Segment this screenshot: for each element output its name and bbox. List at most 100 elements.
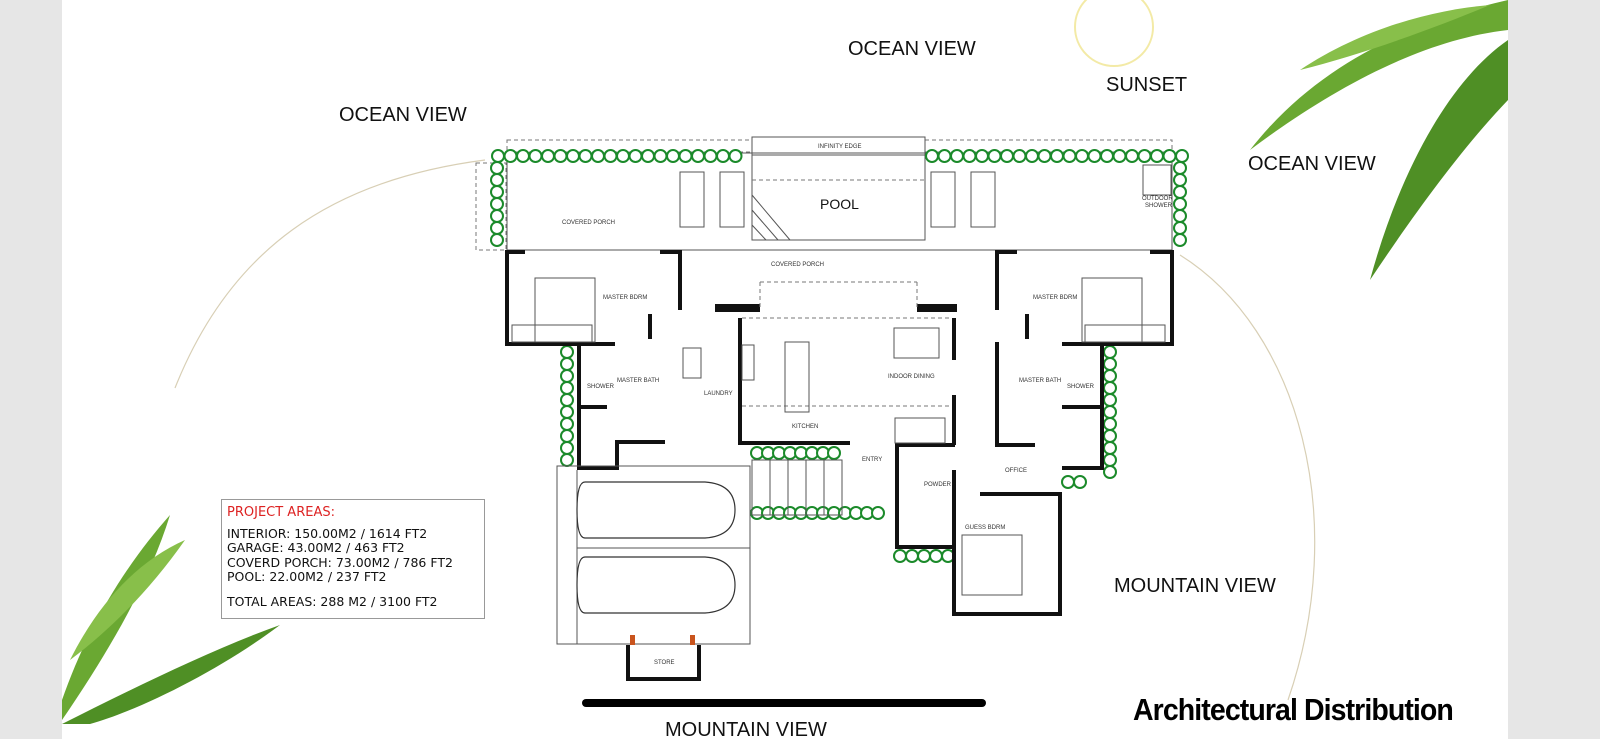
hedge-plant-icon (503, 149, 518, 163)
store-label: STORE (654, 660, 675, 666)
hedge-plant-icon (560, 441, 574, 455)
hedge-plant-icon (1175, 149, 1189, 163)
hedge-plant-icon (1103, 369, 1117, 383)
hedge-plant-icon (1073, 475, 1087, 489)
hedge-plant-icon (716, 149, 730, 163)
hedge-plant-icon (560, 345, 574, 359)
office-label: OFFICE (1005, 468, 1027, 474)
total-area: TOTAL AREAS: 288 M2 / 3100 FT2 (227, 593, 438, 609)
hedge-plant-icon (490, 221, 504, 235)
hedge-plant-icon (929, 549, 943, 563)
covered-porch-center-label: COVERED PORCH (771, 262, 824, 268)
hedge-plant-icon (591, 149, 605, 163)
shower-left-label: SHOWER (587, 384, 615, 390)
covered-porch-left-label: COVERED PORCH (562, 220, 615, 226)
hedge-plant-icon (578, 149, 593, 163)
hedge-plant-icon (1062, 149, 1077, 163)
hedge-plant-icon (560, 357, 574, 371)
hedge-plant-icon (553, 149, 568, 163)
master-bath-left-label: MASTER BATH (617, 378, 659, 384)
hedge-plant-icon (490, 185, 504, 199)
hedge-plant-icon (1012, 149, 1027, 163)
guest-bdrm-label: GUESS BDRM (965, 525, 1005, 531)
hedge-plant-icon (560, 369, 574, 383)
hedge-plant-icon (1162, 149, 1177, 163)
hedge-plant-icon (827, 446, 841, 460)
master-bath-right-label: MASTER BATH (1019, 378, 1061, 384)
laundry-label: LAUNDRY (704, 391, 733, 397)
hedge-plant-icon (987, 149, 1002, 163)
brand-title: Architectural Distribution (1133, 692, 1454, 727)
hedge-plant-icon (1050, 149, 1064, 163)
palm-leaf-bottom-left (62, 515, 280, 724)
pool-label: POOL (820, 196, 859, 212)
divider-bar (582, 699, 986, 707)
hedge-plant-icon (1173, 209, 1187, 223)
ocean-view-left-label: OCEAN VIEW (339, 104, 467, 126)
hedge-plant-icon (1173, 173, 1187, 187)
garage-area: GARAGE: 43.00M2 / 463 FT2 (227, 540, 405, 555)
hedge-plant-icon (1103, 357, 1117, 371)
hedge-plant-icon (490, 209, 504, 223)
covered-porch-area: COVERD PORCH: 73.00M2 / 786 FT2 (227, 554, 453, 570)
hedge-plant-icon (728, 149, 743, 163)
hedge-plant-icon (490, 173, 504, 187)
hedge-plant-icon (1075, 149, 1089, 163)
garage (556, 465, 751, 645)
view-arc-right (1179, 254, 1316, 701)
hedge-plant-icon (1103, 381, 1117, 395)
hedge-plant-icon (1103, 393, 1117, 407)
hedge-plant-icon (528, 149, 543, 163)
sun-loungers (679, 171, 996, 228)
hedge-plant-icon (1125, 149, 1139, 163)
project-areas-box: PROJECT AREAS: INTERIOR: 150.00M2 / 1614… (221, 499, 485, 619)
hedge-plant-icon (1037, 149, 1052, 163)
hedge-plant-icon (905, 549, 919, 563)
hedge-plant-icon (560, 417, 574, 431)
hedge-plant-icon (937, 149, 952, 163)
hedge-plant-icon (1173, 161, 1187, 175)
hedge-plant-icon (1103, 345, 1117, 359)
outdoor-shower-label-1: OUTDOOR (1142, 196, 1173, 202)
ocean-view-top-label: OCEAN VIEW (848, 38, 976, 60)
hedge-plant-icon (541, 149, 555, 163)
hedge-plant-icon (603, 149, 618, 163)
hedge-plant-icon (560, 393, 574, 407)
hedge-plant-icon (628, 149, 643, 163)
hedge-plant-icon (1112, 149, 1127, 163)
hedge-plant-icon (691, 149, 705, 163)
furniture (511, 277, 1166, 596)
hedge-plant-icon (871, 506, 885, 520)
hedge-plant-icon (1087, 149, 1102, 163)
hedge-plant-icon (616, 149, 630, 163)
entry-label: ENTRY (862, 457, 882, 463)
hedge-plant-icon (1103, 405, 1117, 419)
sunset-label: SUNSET (1106, 74, 1187, 96)
hedge-plant-icon (917, 549, 931, 563)
outdoor-shower-label-2: SHOWER (1145, 203, 1173, 209)
hedge-plant-icon (1150, 149, 1164, 163)
sun-icon (1074, 0, 1154, 67)
shower-right-label: SHOWER (1067, 384, 1095, 390)
hedge-plant-icon (641, 149, 655, 163)
hedge-plant-icon (491, 149, 505, 163)
ocean-view-right-label: OCEAN VIEW (1248, 153, 1376, 175)
view-arc-left (174, 159, 486, 389)
hedge-plant-icon (1103, 441, 1117, 455)
hedge-plant-icon (560, 381, 574, 395)
hedge-plant-icon (1173, 221, 1187, 235)
mountain-view-bottom-label: MOUNTAIN VIEW (665, 719, 827, 739)
walls (505, 250, 1174, 681)
hedge-plant-icon (1103, 417, 1117, 431)
infinity-edge-label: INFINITY EDGE (818, 144, 862, 150)
hedge-plant-icon (666, 149, 680, 163)
master-bdrm-left-label: MASTER BDRM (603, 295, 647, 301)
master-bdrm-right-label: MASTER BDRM (1033, 295, 1077, 301)
hedge-plant-icon (653, 149, 668, 163)
hedge-plant-icon (1100, 149, 1114, 163)
kitchen-label: KITCHEN (792, 424, 818, 430)
hedge-plant-icon (950, 149, 964, 163)
hedge-plant-icon (703, 149, 718, 163)
powder-label: POWDER (924, 482, 952, 488)
pool (751, 136, 926, 241)
